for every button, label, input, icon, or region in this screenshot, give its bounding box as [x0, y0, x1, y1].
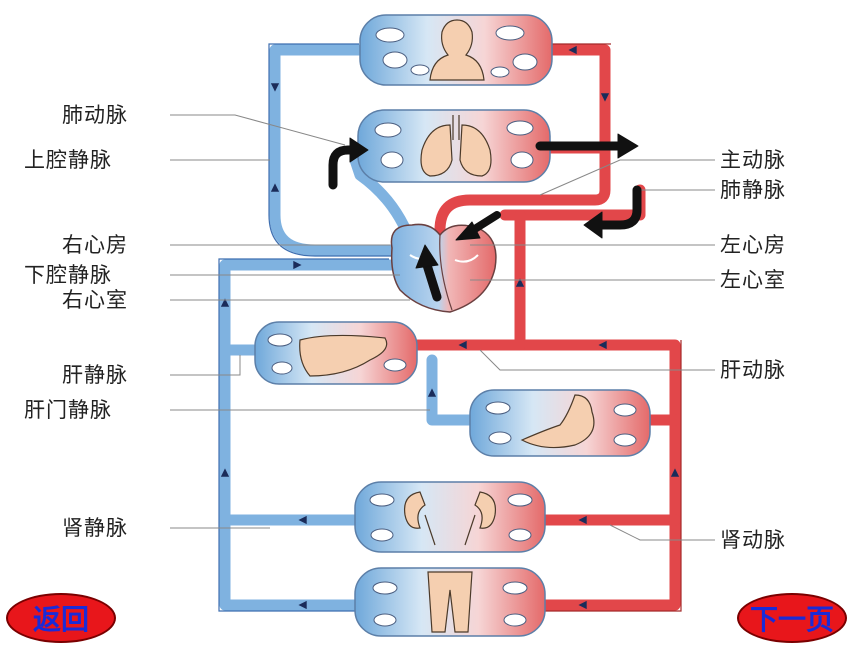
label-renal-artery: 肾动脉 — [720, 528, 786, 552]
black-flow-arrows — [328, 133, 642, 302]
capillary-lungs — [357, 109, 551, 183]
label-superior-vena-cava: 上腔静脉 — [24, 148, 112, 172]
head-torso-icon — [429, 19, 485, 81]
label-hepatic-vein: 肝静脉 — [62, 363, 128, 387]
label-right-ventricle: 右心室 — [62, 288, 128, 312]
liver-icon — [299, 334, 388, 377]
capillary-head — [359, 14, 553, 86]
capillary-legs — [354, 567, 546, 637]
heart — [390, 223, 497, 313]
arterial-outline — [545, 43, 682, 612]
legs-icon — [427, 571, 473, 633]
label-aorta: 主动脉 — [720, 148, 786, 172]
label-left-ventricle: 左心室 — [720, 268, 786, 292]
leader-lines — [170, 114, 715, 541]
label-inferior-vena-cava: 下腔静脉 — [24, 263, 112, 287]
label-renal-vein: 肾静脉 — [62, 516, 128, 540]
straight-arrow-right-ventricle-icon — [422, 260, 442, 302]
back-button[interactable]: 返回 — [6, 593, 116, 643]
stomach-icon — [520, 394, 595, 449]
label-hepatic-portal-vein: 肝门静脉 — [24, 398, 112, 422]
label-right-atrium: 右心房 — [62, 233, 128, 257]
next-page-button[interactable]: 下一页 — [737, 593, 847, 643]
kidneys-icon — [403, 491, 497, 546]
capillary-stomach — [469, 389, 651, 457]
lungs-icon — [420, 115, 492, 177]
flow-ticks — [220, 45, 680, 610]
label-pulmonary-artery: 肺动脉 — [62, 103, 128, 127]
label-left-atrium: 左心房 — [720, 233, 786, 257]
label-pulmonary-vein: 肺静脉 — [720, 178, 786, 202]
label-hepatic-artery: 肝动脉 — [720, 358, 786, 382]
capillary-liver — [254, 321, 418, 385]
capillary-kidneys — [354, 481, 546, 553]
curved-arrow-pulmonary-vein-icon — [595, 185, 642, 230]
curved-arrow-pulmonary-icon — [328, 145, 357, 190]
venous-outline — [218, 43, 392, 612]
